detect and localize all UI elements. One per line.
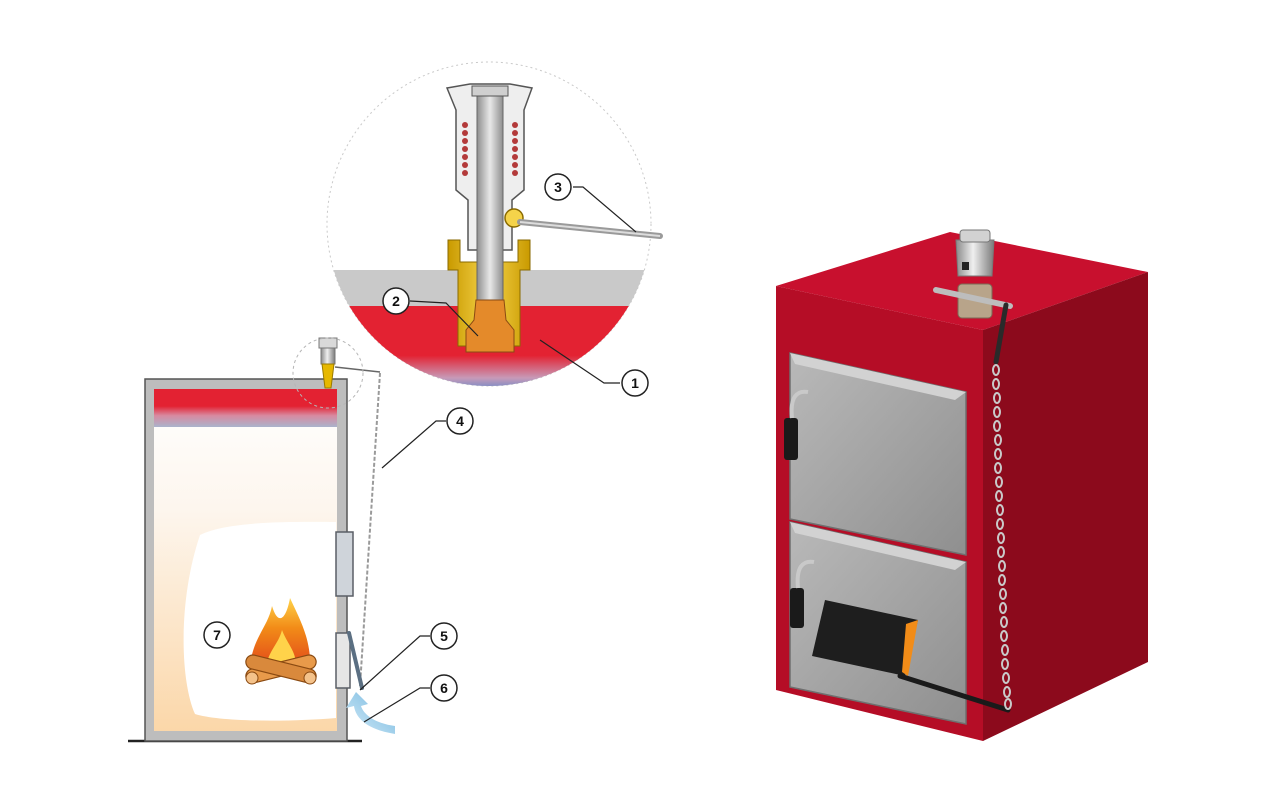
upper-door <box>335 531 354 597</box>
lower-door <box>335 632 351 689</box>
chain <box>359 372 381 687</box>
lower-door-3d <box>789 521 1011 725</box>
thermostat-regulator-icon <box>318 337 381 389</box>
upper-door-3d <box>784 352 967 556</box>
boiler-top-face <box>776 232 1148 330</box>
callout-2: 2 <box>382 287 410 315</box>
callout-7-label: 7 <box>213 627 221 643</box>
detail-circle-small <box>292 337 364 409</box>
flap-rod <box>897 673 1011 713</box>
magnified-detail <box>326 61 663 387</box>
callout-1: 1 <box>621 369 649 397</box>
boiler-side-face <box>983 272 1148 741</box>
callout-3-label: 3 <box>554 179 562 195</box>
callout-1-label: 1 <box>631 375 639 391</box>
callout-5-label: 5 <box>440 628 448 644</box>
callout-6-label: 6 <box>440 680 448 696</box>
boiler-section <box>128 337 395 743</box>
callout-4-label: 4 <box>456 413 464 429</box>
callout-5: 5 <box>430 622 458 650</box>
callout-6: 6 <box>430 674 458 702</box>
boiler-3d <box>776 229 1148 741</box>
spring-right <box>512 122 518 176</box>
stem-top <box>471 85 509 97</box>
callout-7: 7 <box>203 621 231 649</box>
hot-water-layer <box>154 389 337 427</box>
sensor-bulb <box>465 299 515 353</box>
air-arrow-icon <box>346 692 395 734</box>
chain-icon <box>992 364 1012 710</box>
callout-leaders <box>359 186 637 723</box>
regulator-stem <box>476 91 504 303</box>
thermostat-regulator-3d-icon <box>933 229 1013 365</box>
spring-left <box>462 122 468 176</box>
callout-4: 4 <box>446 407 474 435</box>
regulator-lever-3d <box>933 287 1013 309</box>
logs-icon <box>245 654 317 685</box>
air-flap-3d <box>812 600 918 676</box>
firebox <box>183 521 336 721</box>
air-flap <box>347 631 364 690</box>
callout-2-label: 2 <box>392 293 400 309</box>
callout-3: 3 <box>544 173 572 201</box>
